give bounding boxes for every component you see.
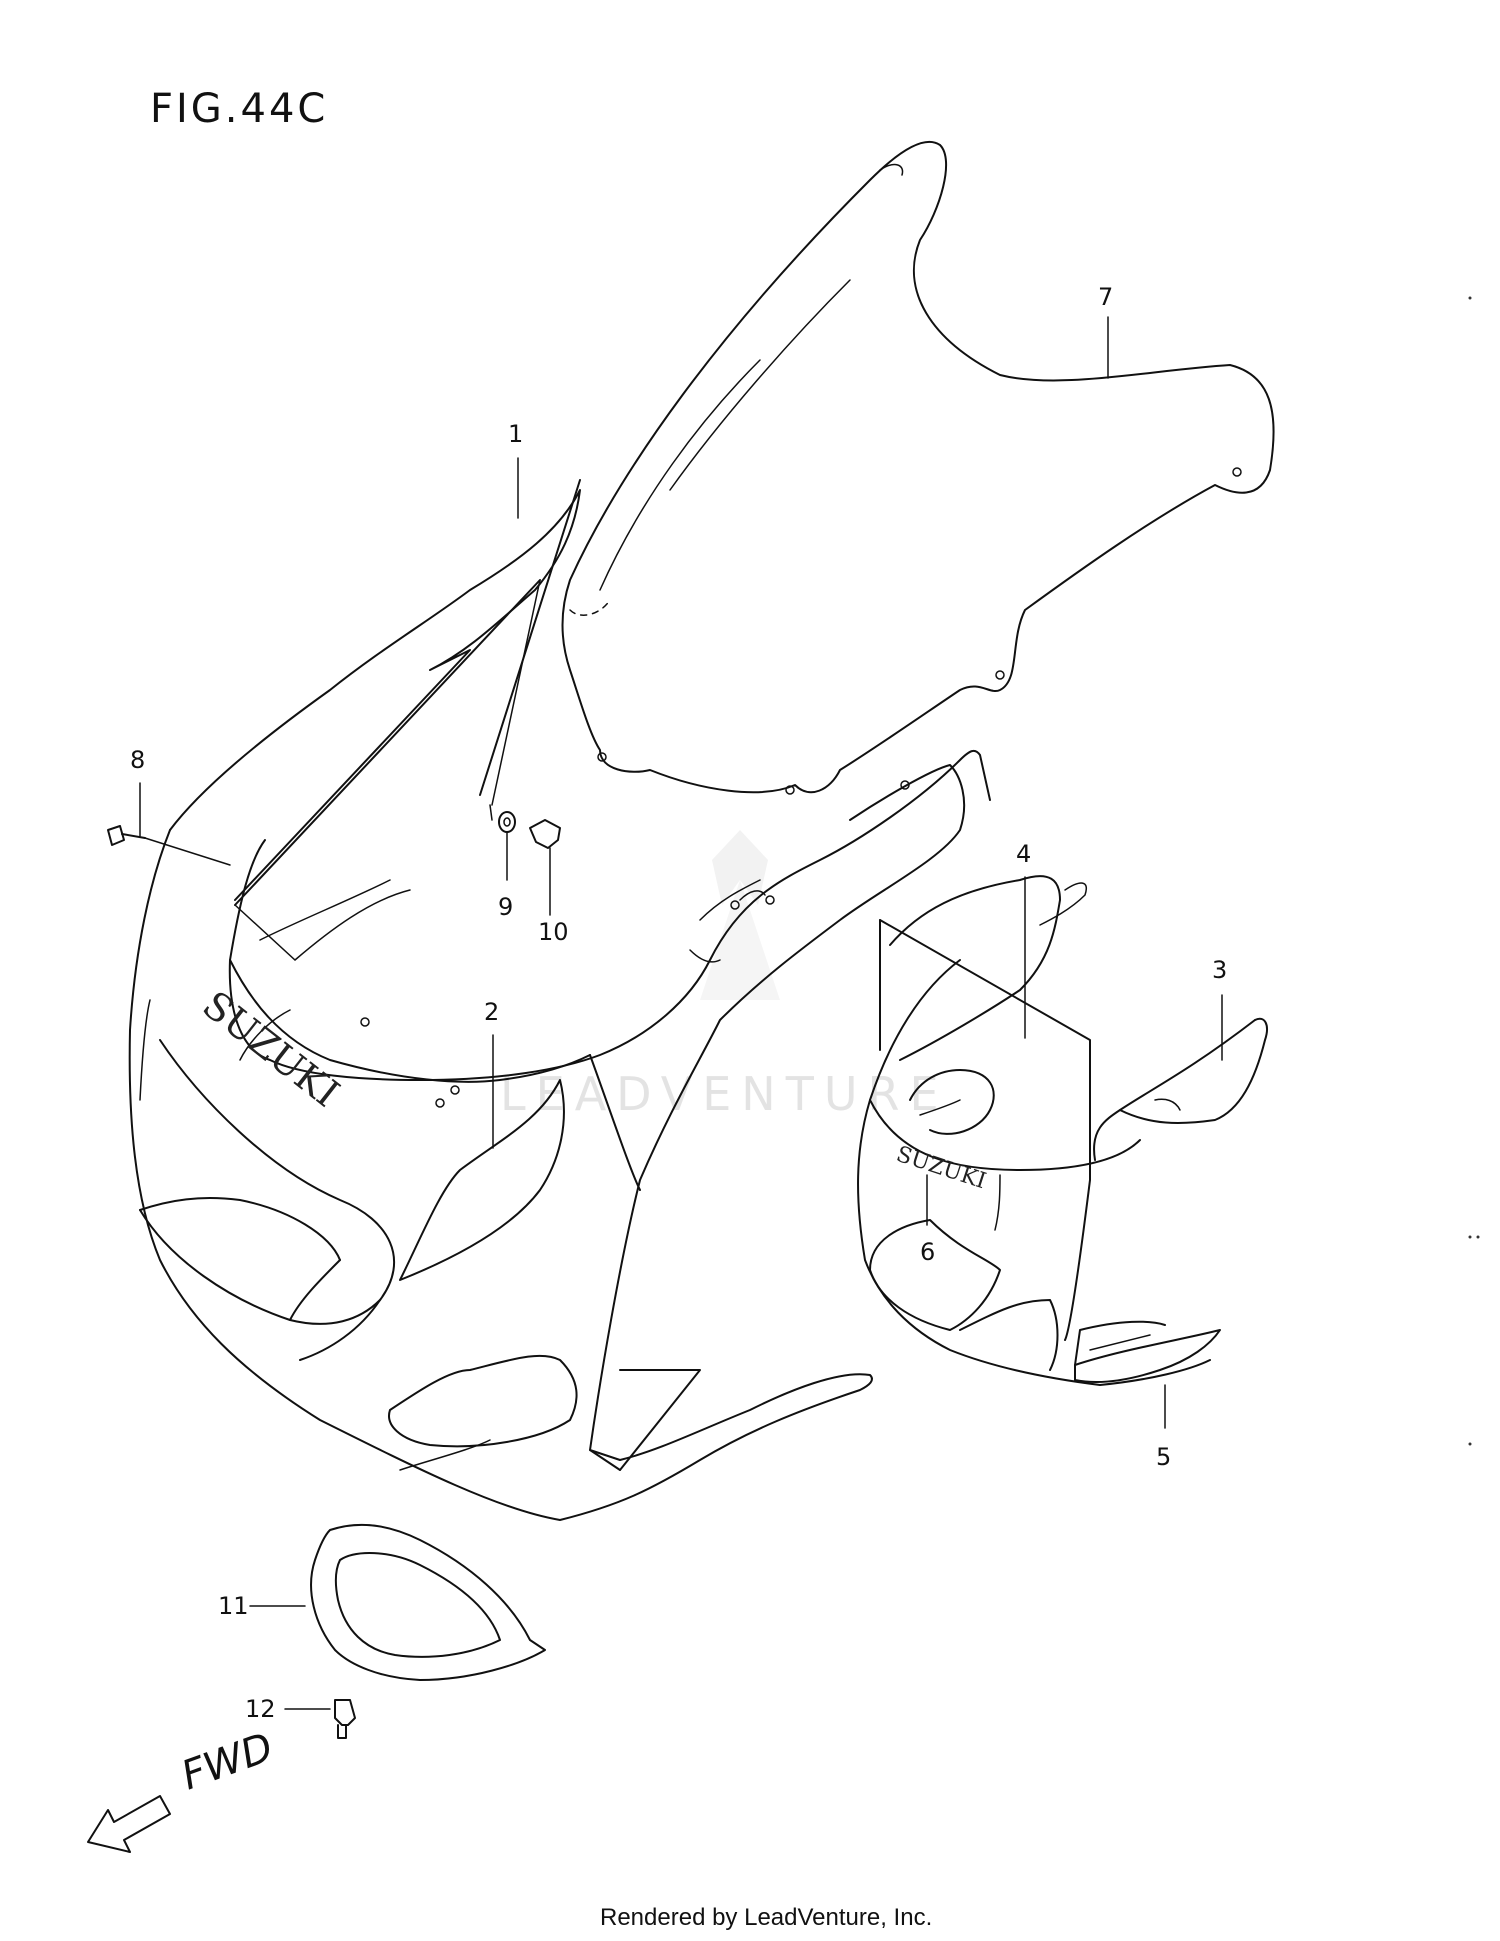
watermark-text: LEADVENTURE: [500, 1067, 949, 1121]
callout-3: 3: [1212, 956, 1227, 984]
watermark-logo: [700, 830, 780, 1000]
callout-7: 7: [1098, 283, 1113, 311]
fairing-left-part-2: [128, 764, 966, 1521]
screw-part-8: [107, 825, 146, 846]
callout-4: 4: [1016, 840, 1031, 868]
callout-6: 6: [920, 1238, 935, 1266]
suzuki-decal-right: SUZUKI: [893, 1142, 989, 1194]
well-nut-part-10: [529, 819, 561, 849]
margin-marks: [1468, 296, 1480, 1446]
callout-9: 9: [498, 893, 513, 921]
callout-5: 5: [1156, 1443, 1171, 1471]
headlight-trim-part-11: [310, 1523, 546, 1681]
windscreen-part-7: [561, 140, 1275, 795]
callout-12: 12: [245, 1695, 276, 1723]
forward-label: FWD: [176, 1724, 279, 1799]
clip-part-12: [334, 1699, 356, 1739]
right-fairing-body: [857, 959, 1211, 1386]
upper-cowling-part-1: [169, 479, 991, 1081]
suzuki-decal-left: SUZUKI: [194, 982, 347, 1115]
callout-10: 10: [538, 918, 569, 946]
forward-arrow-icon: [87, 1795, 171, 1853]
washer-part-9: [498, 811, 516, 833]
callout-1: 1: [508, 420, 523, 448]
inner-panel-part-4: [879, 882, 1091, 1341]
callout-11: 11: [218, 1592, 249, 1620]
callout-8: 8: [130, 746, 145, 774]
figure-title: FIG.44C: [150, 86, 328, 132]
callout-2: 2: [484, 998, 499, 1026]
leader-lines: [139, 316, 1223, 1710]
footer-credit: Rendered by LeadVenture, Inc.: [600, 1904, 932, 1931]
under-cowling-part-5: [1074, 1320, 1221, 1383]
side-cowling-part-3: [889, 875, 1268, 1161]
